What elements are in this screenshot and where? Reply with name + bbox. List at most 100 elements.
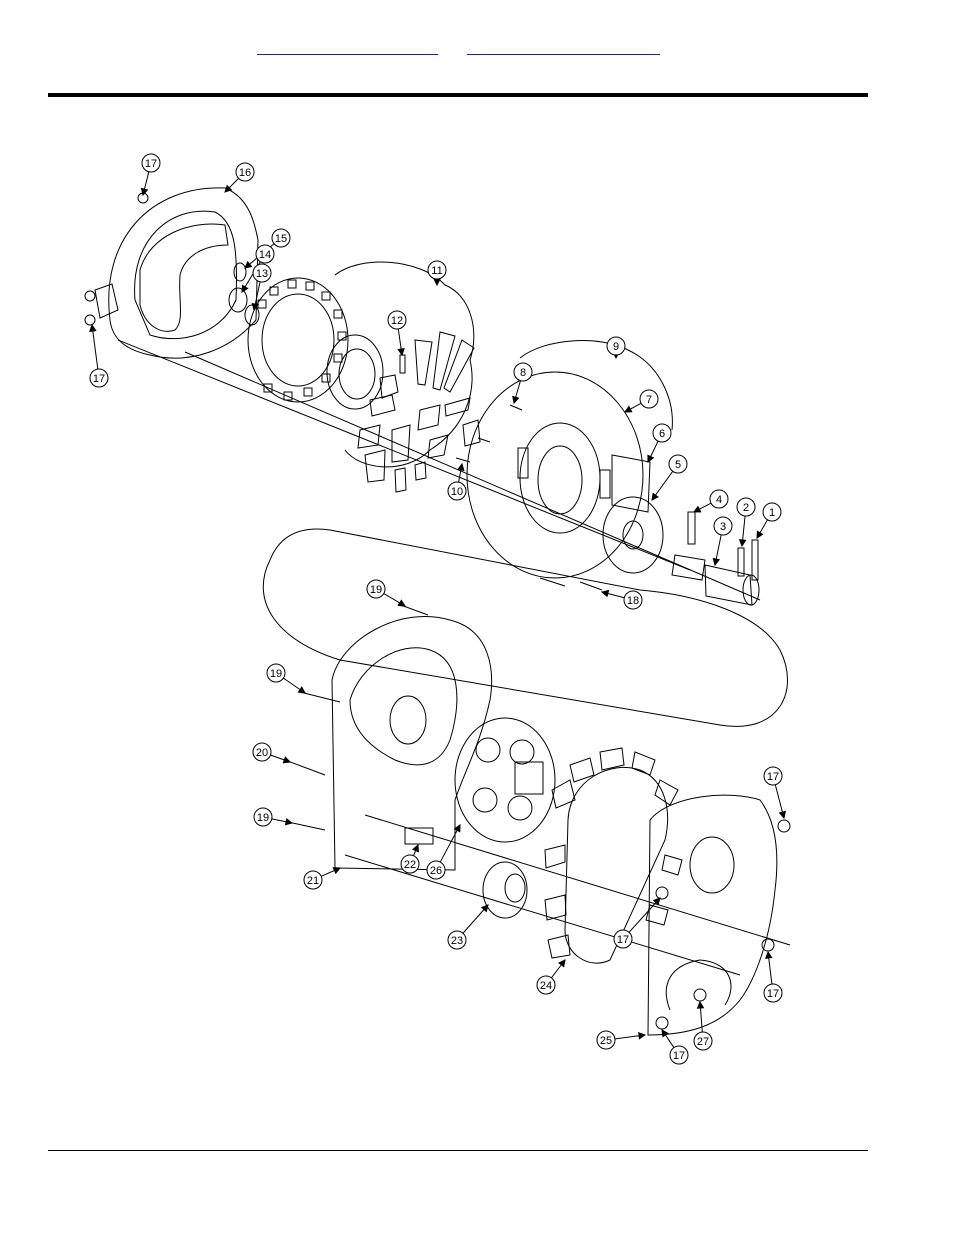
callout-label: 3 [720, 521, 726, 533]
callout-c26: 26 [426, 824, 461, 880]
rear-plate-25 [647, 794, 778, 1036]
nut-17 [761, 938, 775, 952]
callout-c17f: 17 [661, 1029, 689, 1065]
sprocket-hole [507, 795, 533, 821]
nut-17 [84, 290, 96, 302]
callout-c8: 8 [512, 362, 533, 405]
callout-label: 25 [600, 1035, 612, 1047]
main-disc-7-hub [519, 422, 601, 534]
sprocket-hole [475, 737, 501, 763]
callout-c17b: 17 [89, 323, 109, 388]
callout-circle [387, 310, 407, 330]
callout-arrow [244, 260, 253, 269]
callout-circle [266, 663, 286, 683]
belt-loop [262, 528, 788, 727]
callout-circle [426, 860, 446, 880]
callout-circle [713, 516, 733, 536]
callout-leader [91, 324, 99, 370]
callout-arrow [652, 897, 661, 906]
callout-arrow [696, 1000, 705, 1009]
callout-c17c: 17 [613, 897, 661, 949]
callout-circle [235, 162, 255, 182]
callout-c14: 14 [241, 244, 275, 293]
paddles [544, 747, 683, 959]
callout-arrow [282, 756, 292, 764]
callout-c6: 6 [647, 423, 672, 464]
plate-5-hole [622, 520, 644, 550]
header-link-left[interactable] [257, 40, 438, 55]
axis-line [117, 339, 691, 571]
callout-c19b: 19 [266, 663, 306, 694]
spline-shaft [671, 554, 706, 581]
callout-label: 17 [617, 934, 629, 946]
nut-17 [84, 314, 96, 326]
housing-hub [389, 695, 427, 745]
callout-arrow [765, 950, 773, 959]
callout-arrow [397, 599, 406, 607]
callout-label: 17 [767, 771, 779, 783]
callout-label: 11 [431, 265, 442, 277]
callout-label: 7 [646, 394, 652, 406]
callout-c23: 23 [447, 904, 489, 950]
pin-1 [751, 539, 759, 581]
callout-c7: 7 [624, 389, 659, 413]
callout-label: 10 [451, 486, 463, 498]
rear-housing-inner [134, 210, 238, 340]
callout-label: 23 [451, 935, 463, 947]
callout-label: 15 [275, 233, 287, 245]
main-disc-7 [466, 371, 644, 579]
callout-arrow [693, 505, 702, 513]
callout-circle [652, 423, 672, 443]
callout-circle [763, 766, 783, 786]
callout-circle [639, 389, 659, 409]
nut-14 [228, 287, 248, 313]
nut-17 [655, 886, 669, 900]
axis-line [344, 854, 741, 976]
idler-23-hub [504, 873, 526, 903]
sprocket-26 [454, 717, 556, 843]
callout-label: 4 [716, 494, 722, 506]
callout-arrow [712, 557, 721, 567]
header-link-right[interactable] [467, 40, 660, 55]
housing-flange [94, 283, 119, 319]
disc-slot [599, 469, 611, 499]
nut-15 [233, 262, 247, 282]
callout-c4: 4 [693, 489, 729, 513]
callout-arrow [224, 184, 233, 193]
pin-2 [737, 547, 745, 577]
callout-circle [447, 481, 467, 501]
callout-arrow [433, 278, 441, 287]
idler-23 [482, 861, 528, 919]
callout-c12: 12 [387, 310, 407, 357]
bolt-18 [579, 581, 603, 591]
callout-label: 17 [673, 1050, 685, 1062]
callout-arrow [397, 348, 405, 357]
callout-arrow [89, 323, 97, 332]
front-housing-21-inner [349, 647, 458, 766]
finger-parts [357, 331, 481, 493]
callout-c3: 3 [712, 516, 733, 567]
callout-arrow [778, 810, 787, 820]
callout-arrow [411, 843, 419, 853]
callout-label: 6 [659, 428, 665, 440]
callout-c1: 1 [756, 502, 782, 539]
callout-circle [447, 930, 467, 950]
callout-leader [439, 824, 461, 863]
callout-label: 19 [270, 668, 282, 680]
callout-c21: 21 [303, 867, 342, 890]
callout-label: 13 [256, 268, 268, 280]
callout-leader [628, 897, 661, 933]
bearing-ring-inner [338, 348, 376, 400]
callout-label: 20 [256, 747, 268, 759]
callout-arrow [332, 867, 342, 875]
callout-c18: 18 [600, 589, 643, 610]
rear-plate-lower [665, 959, 732, 1011]
callout-arrow [647, 454, 655, 464]
callout-arrow [140, 187, 149, 197]
callout-c24: 24 [536, 959, 566, 995]
callout-circle [271, 228, 291, 248]
callout-circle [536, 975, 556, 995]
callout-arrow [251, 302, 260, 312]
callout-label: 22 [404, 859, 416, 871]
callout-label: 19 [370, 584, 382, 596]
